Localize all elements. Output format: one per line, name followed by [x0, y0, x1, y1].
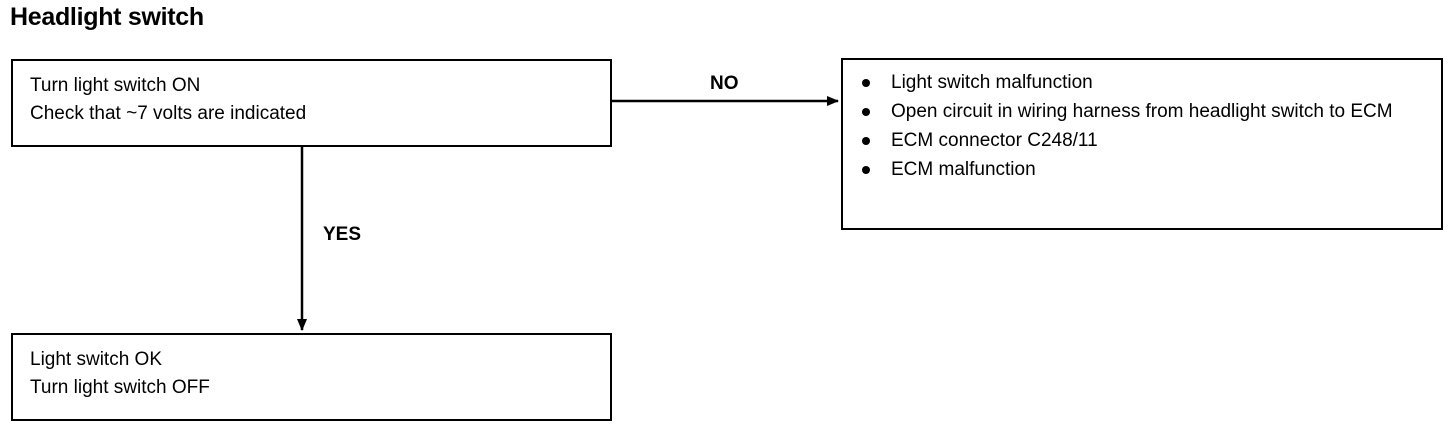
fault-cause-text: Open circuit in wiring harness from head…	[891, 101, 1393, 122]
fault-causes-box: Light switch malfunction Open circuit in…	[841, 58, 1443, 230]
bullet-icon	[862, 166, 870, 174]
check-voltage-box: Turn light switch ON Check that ~7 volts…	[11, 59, 612, 147]
ok-step-line: Light switch OK	[30, 349, 162, 370]
ok-step-line: Turn light switch OFF	[30, 377, 210, 398]
fault-cause-text: ECM malfunction	[891, 159, 1036, 180]
no-branch-label: NO	[710, 73, 739, 94]
fault-cause-text: Light switch malfunction	[891, 72, 1093, 93]
yes-branch-label: YES	[323, 224, 362, 245]
fault-cause-item: ECM malfunction	[859, 157, 1431, 183]
fault-cause-item: Light switch malfunction	[859, 70, 1431, 96]
fault-cause-text: ECM connector C248/11	[891, 130, 1098, 151]
fault-cause-item: ECM connector C248/11	[859, 128, 1431, 154]
bullet-icon	[862, 108, 870, 116]
bullet-icon	[862, 137, 870, 145]
fault-cause-item: Open circuit in wiring harness from head…	[859, 99, 1431, 125]
fault-causes-list: Light switch malfunction Open circuit in…	[859, 70, 1431, 183]
bullet-icon	[862, 79, 870, 87]
check-step-line: Turn light switch ON	[30, 75, 201, 96]
check-step-line: Check that ~7 volts are indicated	[30, 103, 307, 124]
switch-ok-box: Light switch OK Turn light switch OFF	[11, 333, 612, 421]
diagram-title: Headlight switch	[10, 3, 204, 31]
